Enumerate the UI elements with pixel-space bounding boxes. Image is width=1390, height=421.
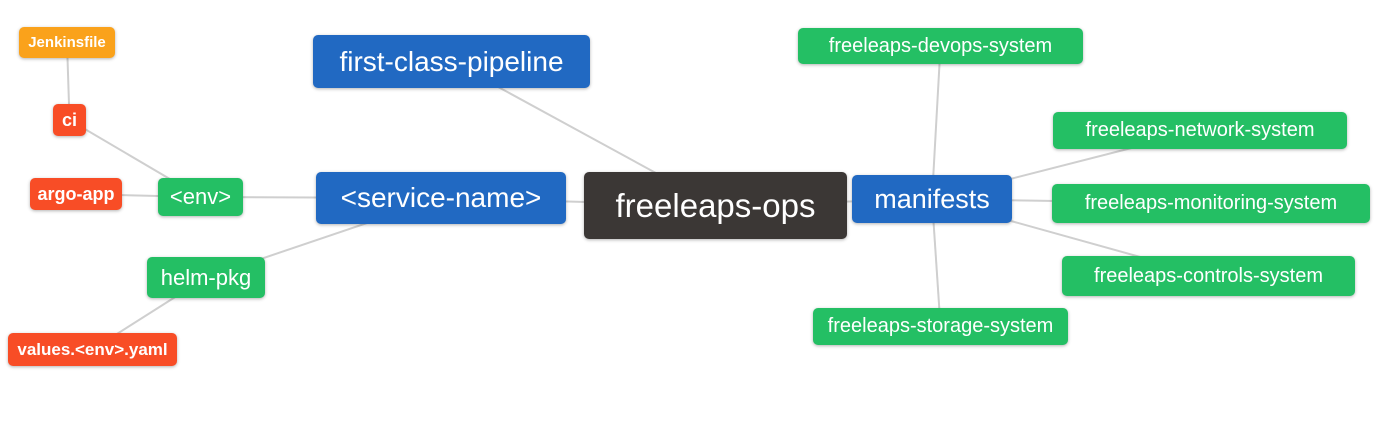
node-freeleaps-monitoring-system[interactable]: freeleaps-monitoring-system — [1052, 184, 1370, 223]
node-argo-app[interactable]: argo-app — [30, 178, 122, 210]
node-ci[interactable]: ci — [53, 104, 86, 136]
node-helm-pkg[interactable]: helm-pkg — [147, 257, 265, 298]
node-freeleaps-ops[interactable]: freeleaps-ops — [584, 172, 847, 239]
node-freeleaps-storage-system[interactable]: freeleaps-storage-system — [813, 308, 1068, 345]
node-freeleaps-controls-system[interactable]: freeleaps-controls-system — [1062, 256, 1355, 296]
node-values-env-yaml[interactable]: values.<env>.yaml — [8, 333, 177, 366]
node-manifests[interactable]: manifests — [852, 175, 1012, 223]
node-first-class-pipeline[interactable]: first-class-pipeline — [313, 35, 590, 88]
node-env[interactable]: <env> — [158, 178, 243, 216]
node-freeleaps-network-system[interactable]: freeleaps-network-system — [1053, 112, 1347, 149]
node-jenkinsfile[interactable]: Jenkinsfile — [19, 27, 115, 58]
node-service-name[interactable]: <service-name> — [316, 172, 566, 224]
edge-manifests-devops-system — [931, 45, 942, 200]
node-freeleaps-devops-system[interactable]: freeleaps-devops-system — [798, 28, 1083, 64]
